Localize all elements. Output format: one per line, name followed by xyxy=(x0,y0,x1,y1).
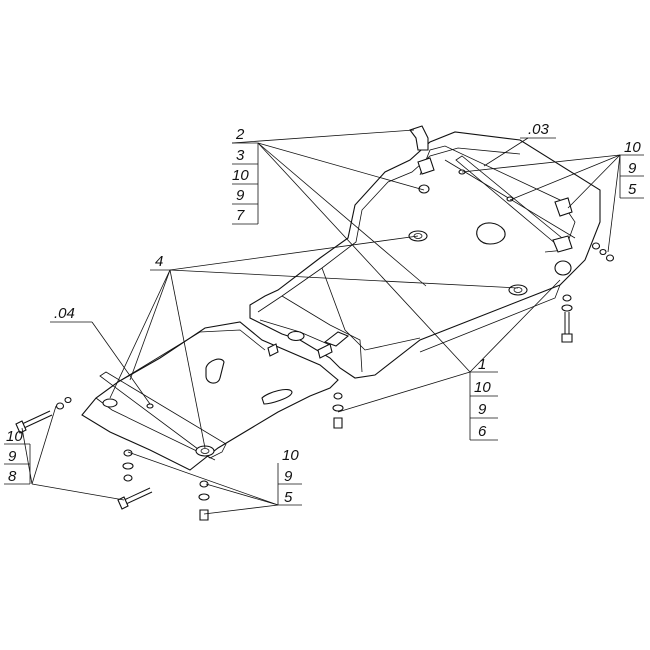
bracket-top xyxy=(409,125,435,194)
callout-9: 9 xyxy=(8,448,17,465)
callout-1: 1 xyxy=(478,356,486,373)
callout-7: 7 xyxy=(236,207,245,224)
callout-part-03: .03 xyxy=(528,121,550,138)
bolt-right xyxy=(561,294,573,343)
bolt-left-lower xyxy=(117,487,153,510)
nut-stack-mid xyxy=(198,480,210,521)
callout-8: 8 xyxy=(8,468,17,485)
callout-5: 5 xyxy=(628,181,637,198)
callout-9: 9 xyxy=(284,468,293,485)
callout-2: 2 xyxy=(235,126,245,143)
callout-9: 9 xyxy=(478,401,487,418)
callout-3: 3 xyxy=(236,147,245,164)
callout-5: 5 xyxy=(284,489,293,506)
callout-frames xyxy=(4,137,644,506)
nut-stack-center xyxy=(332,392,344,429)
callout-10: 10 xyxy=(282,447,299,464)
bolt-left-upper xyxy=(15,396,72,434)
callout-labels: 2 3 10 9 7 .03 10 9 5 4 .04 10 9 8 10 9 … xyxy=(6,121,641,506)
callout-10: 10 xyxy=(6,428,23,445)
right-bracket xyxy=(552,197,615,262)
nut-stack-mid-left xyxy=(122,449,134,482)
gearbox-skid-plate xyxy=(81,321,339,471)
leader-lines xyxy=(21,129,621,515)
callout-9: 9 xyxy=(236,187,245,204)
callout-10: 10 xyxy=(474,379,491,396)
callout-10: 10 xyxy=(624,139,641,156)
engine-skid-plate xyxy=(249,131,601,379)
callout-10: 10 xyxy=(232,167,249,184)
callout-4: 4 xyxy=(155,253,163,270)
callout-6: 6 xyxy=(478,423,487,440)
callout-9: 9 xyxy=(628,160,637,177)
callout-part-04: .04 xyxy=(54,305,75,322)
